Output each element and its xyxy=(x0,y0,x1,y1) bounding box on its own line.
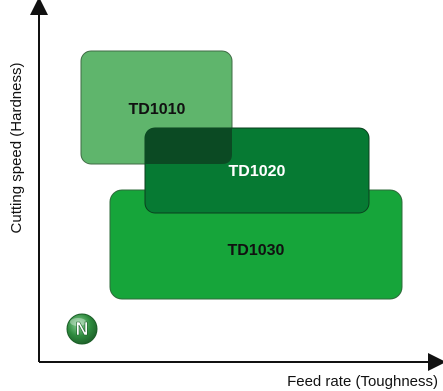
overlap-td1010-td1020 xyxy=(145,128,232,164)
x-axis-label: Feed rate (Toughness) xyxy=(287,373,438,390)
y-axis-label: Cutting speed (Hardness) xyxy=(8,63,25,234)
n-badge-icon: N xyxy=(66,313,98,345)
grade-label-td1020: TD1020 xyxy=(229,163,286,180)
grade-label-td1010: TD1010 xyxy=(129,101,186,118)
logo-letter: N xyxy=(76,319,89,339)
grade-label-td1030: TD1030 xyxy=(228,242,285,259)
